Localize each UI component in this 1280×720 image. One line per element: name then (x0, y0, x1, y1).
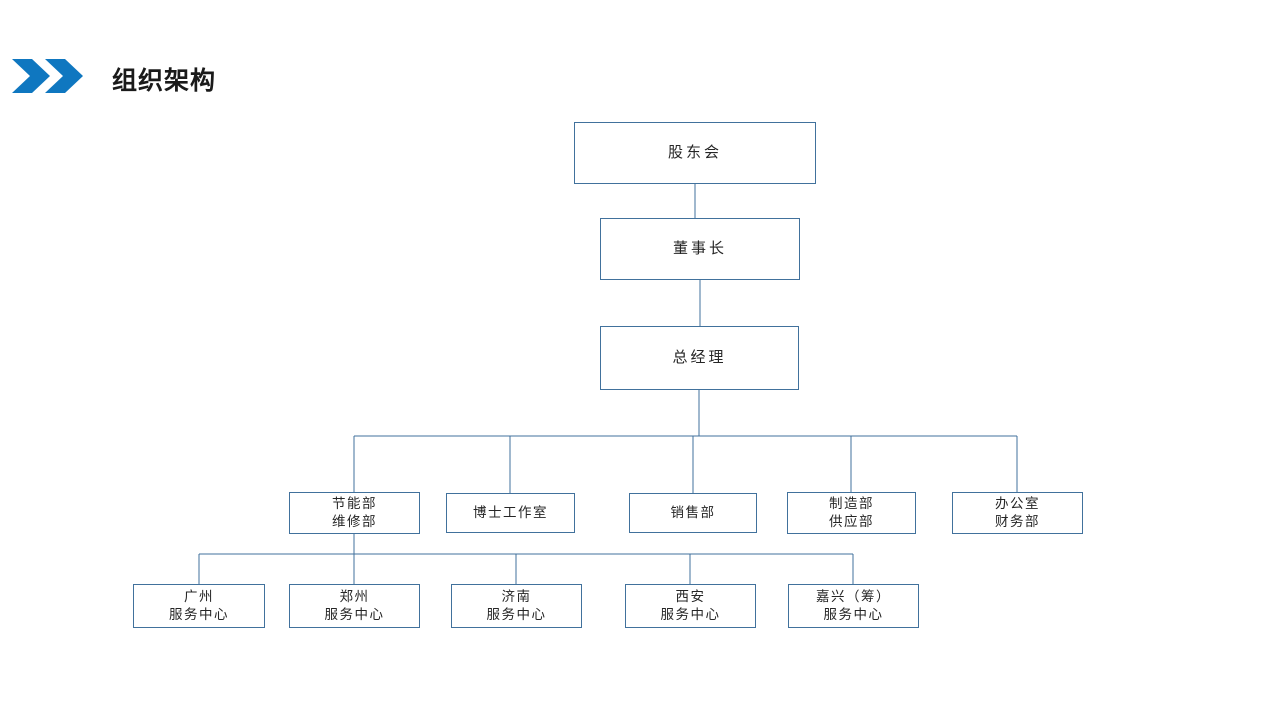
org-node-label: 股东会 (667, 143, 722, 161)
org-node-label-line1: 销售部 (670, 504, 716, 520)
org-node-label-line2: 供应部 (829, 514, 874, 529)
org-node-label-line1: 节能部 (332, 495, 377, 511)
org-node-label: 总经理 (672, 348, 727, 366)
org-node-label-line1: 办公室 (995, 495, 1040, 511)
org-node-label-line2: 财务部 (995, 514, 1040, 529)
org-node-label-line1: 广州 (184, 588, 214, 604)
double-chevron-right-icon (12, 58, 90, 94)
org-node-label-line1: 郑州 (339, 588, 370, 604)
org-node-general-manager[interactable]: 总经理 (600, 326, 799, 390)
org-node-label-line1: 博士工作室 (473, 504, 548, 520)
org-node-label-line1: 制造部 (829, 495, 874, 511)
org-node-chairman[interactable]: 董事长 (600, 218, 800, 280)
org-node-shareholders[interactable]: 股东会 (574, 122, 816, 184)
org-node-label-line1: 济南 (501, 588, 532, 604)
org-node-energy-maintenance[interactable]: 节能部 维修部 (289, 492, 420, 534)
org-node-jiaxing-service[interactable]: 嘉兴（筹） 服务中心 (788, 584, 919, 628)
org-node-label-line2: 维修部 (332, 514, 377, 529)
org-node-label: 董事长 (672, 239, 727, 257)
org-node-label-line2: 服务中心 (486, 607, 547, 622)
org-node-manufacturing-supply[interactable]: 制造部 供应部 (787, 492, 916, 534)
org-node-label-line1: 西安 (675, 588, 706, 604)
org-node-sales[interactable]: 销售部 (629, 493, 757, 533)
org-node-guangzhou-service[interactable]: 广州 服务中心 (133, 584, 265, 628)
org-node-label-line2: 服务中心 (324, 607, 385, 622)
org-node-jinan-service[interactable]: 济南 服务中心 (451, 584, 582, 628)
org-node-office-finance[interactable]: 办公室 财务部 (952, 492, 1083, 534)
page-title: 组织架构 (112, 67, 217, 95)
org-node-label-line2: 服务中心 (660, 607, 721, 622)
org-node-label-line2: 服务中心 (823, 607, 884, 622)
org-node-zhengzhou-service[interactable]: 郑州 服务中心 (289, 584, 420, 628)
org-node-label-line1: 嘉兴（筹） (816, 588, 891, 604)
org-node-xian-service[interactable]: 西安 服务中心 (625, 584, 756, 628)
org-node-doctoral-studio[interactable]: 博士工作室 (446, 493, 575, 533)
org-node-label-line2: 服务中心 (169, 607, 229, 622)
slide-header: 组织架构 (0, 0, 1280, 120)
